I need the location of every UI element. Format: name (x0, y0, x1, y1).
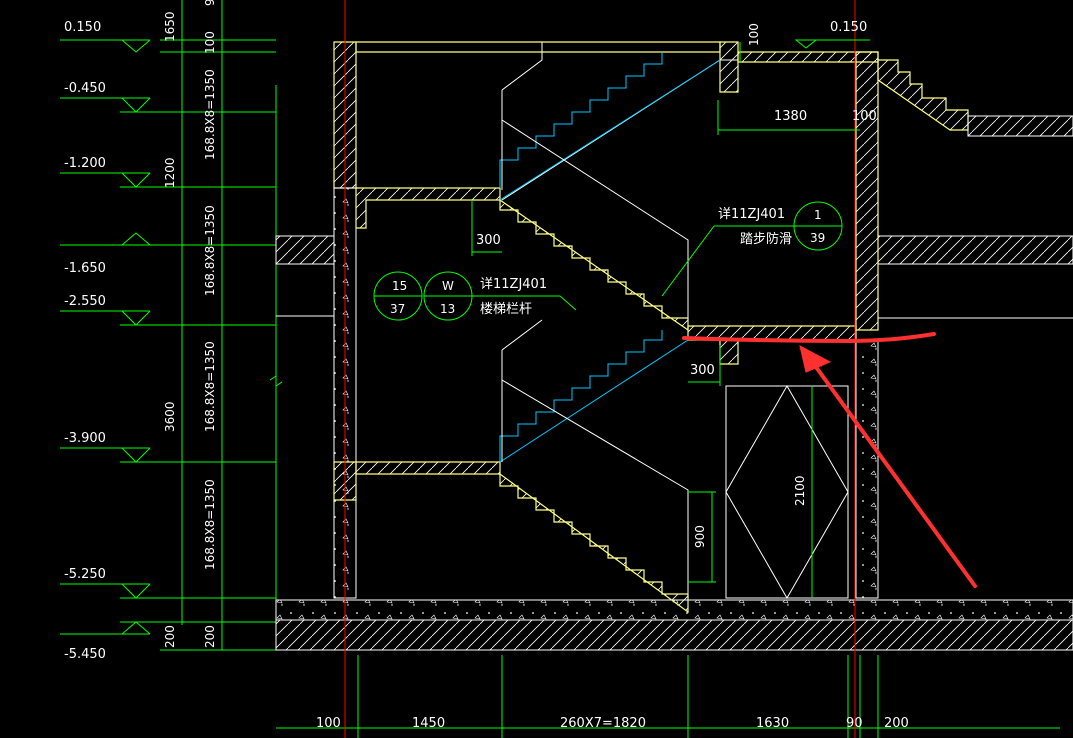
callout-text: 详11ZJ401 (718, 207, 785, 222)
elevation-label: -5.450 (64, 647, 106, 662)
callout-text: 踏步防滑 (740, 231, 792, 247)
floor-slabs (275, 235, 1073, 651)
elevation-labels: 0.150 -0.450 -1.200 -1.650 -2.550 -3.900… (64, 20, 106, 662)
railing-lines (501, 42, 689, 598)
red-markup (682, 332, 977, 588)
dim-text: 260X7=1820 (560, 716, 646, 731)
bottom-dimension-lines (276, 655, 1060, 738)
dim-text: 168.8X8=1350 (203, 479, 217, 570)
dim-text: 1450 (412, 716, 445, 731)
plan-dimension-texts: 100 1380 100 300 300 900 2100 0.150 (476, 20, 877, 548)
walls (333, 41, 879, 599)
dim-text: 900 (693, 525, 707, 548)
dim-text: 168.8X8=1350 (203, 69, 217, 160)
elevation-label: -3.900 (64, 431, 106, 446)
dim-text: 100 (203, 31, 217, 54)
stair-flight-upper (499, 52, 738, 332)
callout-text: W (442, 279, 454, 293)
dim-text: 168.8X8=1350 (203, 205, 217, 296)
elevation-label: -5.250 (64, 567, 106, 582)
left-dimension-lines (120, 0, 283, 651)
elevation-label: -2.550 (64, 294, 106, 309)
plan-dimension-lines (471, 39, 870, 598)
callout-text: 39 (810, 231, 825, 245)
dim-text: 100 (852, 109, 877, 124)
callout-text: 37 (390, 302, 405, 316)
elevation-label: -0.450 (64, 81, 106, 96)
callout-text: 13 (440, 302, 455, 316)
nonslip-callout: 1 39 详11ZJ401 踏步防滑 (661, 201, 843, 297)
callout-text: 1 (814, 208, 822, 222)
railing-callout: 15 37 W 13 详11ZJ401 楼梯栏杆 (373, 271, 577, 321)
dim-text: 200 (163, 625, 177, 648)
elevation-markers (60, 39, 151, 635)
elevation-label: 0.150 (64, 20, 101, 35)
dim-text: 90 (846, 716, 863, 731)
dim-text: 200 (203, 625, 217, 648)
dim-text: 300 (476, 233, 501, 248)
dim-text: 200 (884, 716, 909, 731)
dim-text: 3600 (163, 401, 177, 432)
callout-text: 详11ZJ401 (480, 277, 547, 292)
exterior-stair (877, 59, 1073, 137)
dim-text: 100 (316, 716, 341, 731)
red-axis-lines (344, 0, 856, 738)
dim-text: 1630 (756, 716, 789, 731)
dim-text: 1200 (163, 157, 177, 188)
bottom-dimension-texts: 100 1450 260X7=1820 1630 90 200 (316, 716, 909, 731)
elevation-label: -1.650 (64, 261, 106, 276)
dim-text: 168.8X8=1350 (203, 341, 217, 432)
stair-flight-lower (499, 330, 689, 614)
dim-text: 100 (747, 23, 761, 46)
dim-text: 2100 (793, 475, 807, 506)
elevation-label: -1.200 (64, 156, 106, 171)
dim-text: 300 (690, 363, 715, 378)
callout-text: 楼梯栏杆 (480, 302, 532, 317)
dim-text: 1650 (163, 11, 177, 42)
callout-text: 15 (392, 279, 407, 293)
dim-text: 1380 (774, 109, 807, 124)
elevation-label: 0.150 (830, 20, 867, 35)
door (725, 384, 849, 600)
vertical-dimension-texts: 1650 1200 3600 200 100 168.8X8=1350 168.… (163, 0, 217, 648)
dim-text: 9 (203, 0, 217, 6)
